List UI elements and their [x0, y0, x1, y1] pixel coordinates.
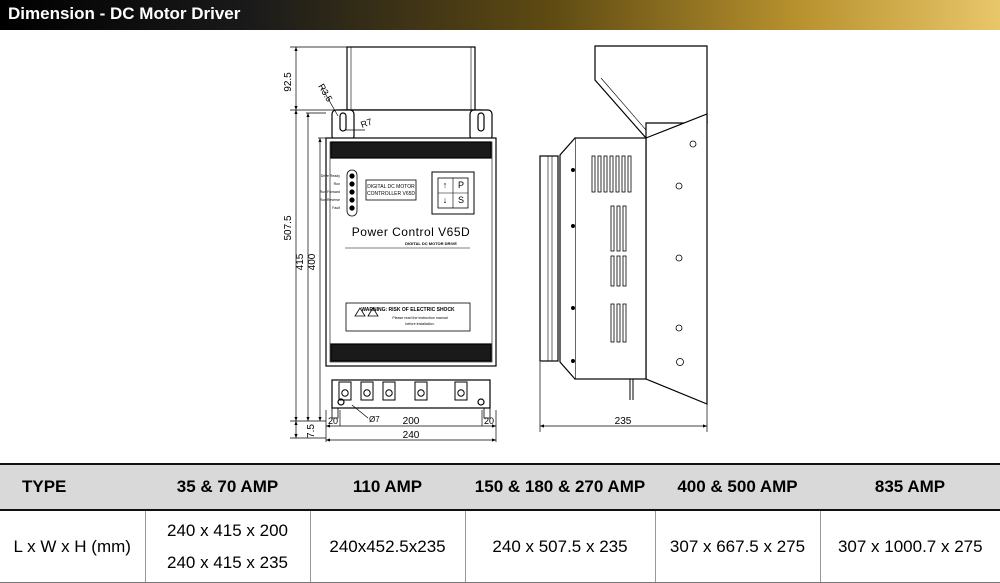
- svg-text:P: P: [458, 180, 464, 190]
- header-type: TYPE: [0, 463, 145, 511]
- svg-text:Run Forward: Run Forward: [320, 190, 340, 194]
- svg-text:200: 200: [403, 416, 420, 427]
- front-view: [325, 46, 497, 419]
- svg-text:R3.5: R3.5: [316, 82, 334, 103]
- svg-text:CONTROLLER V65D: CONTROLLER V65D: [367, 191, 415, 197]
- cell-35-70-amp-line2: 240 x 415 x 235: [167, 552, 288, 572]
- header-835-amp: 835 AMP: [820, 463, 1000, 511]
- svg-text:↑: ↑: [443, 180, 448, 190]
- cell-400-500-amp: 307 x 667.5 x 275: [655, 510, 821, 583]
- svg-text:DIGITAL DC MOTOR DRIVE: DIGITAL DC MOTOR DRIVE: [405, 241, 457, 246]
- front-heatsink: [346, 46, 476, 111]
- svg-text:WARNING: RISK OF ELECTRIC SHOC: WARNING: RISK OF ELECTRIC SHOCK: [361, 307, 455, 313]
- row-label-dimensions: L x W x H (mm): [0, 510, 146, 583]
- front-dimensions: [290, 46, 497, 442]
- technical-drawing: Drive Ready Run Run Forward Run Reverse …: [283, 45, 708, 442]
- svg-text:Ø7: Ø7: [369, 415, 380, 424]
- cell-35-70-amp: 240 x 415 x 200 240 x 415 x 235: [145, 510, 311, 583]
- svg-text:92.5: 92.5: [283, 72, 294, 92]
- side-dimensions: [539, 362, 708, 432]
- table-header-row: TYPE 35 & 70 AMP 110 AMP 150 & 180 & 270…: [0, 463, 1000, 511]
- svg-text:R7: R7: [359, 117, 373, 130]
- svg-text:400: 400: [307, 253, 318, 270]
- table-row: L x W x H (mm) 240 x 415 x 200 240 x 415…: [0, 510, 1000, 583]
- cell-150-180-270-amp: 240 x 507.5 x 235: [465, 510, 656, 583]
- header-35-70-amp: 35 & 70 AMP: [145, 463, 310, 511]
- header-bar: Dimension - DC Motor Driver: [0, 0, 1000, 30]
- svg-text:Drive Ready: Drive Ready: [321, 174, 341, 178]
- cell-110-amp: 240x452.5x235: [310, 510, 466, 583]
- header-150-180-270-amp: 150 & 180 & 270 AMP: [465, 463, 655, 511]
- product-name: Power Control V65D: [352, 225, 470, 239]
- svg-text:DIGITAL DC MOTOR: DIGITAL DC MOTOR: [367, 184, 415, 190]
- front-panel-text: Drive Ready Run Run Forward Run Reverse …: [320, 174, 470, 326]
- svg-text:Please read the instruction ma: Please read the instruction manual: [392, 316, 448, 320]
- page-title: Dimension - DC Motor Driver: [8, 4, 241, 23]
- front-dimension-labels: 92.5 507.5 415 400 7.5 R3.5 R7 Ø7 20 200…: [283, 72, 494, 441]
- svg-text:20: 20: [328, 416, 338, 426]
- svg-text:↓: ↓: [443, 195, 448, 205]
- warning-label: [345, 302, 471, 332]
- svg-text:before installation.: before installation.: [405, 322, 434, 326]
- svg-text:Run: Run: [334, 182, 340, 186]
- header-400-500-amp: 400 & 500 AMP: [655, 463, 820, 511]
- cell-835-amp: 307 x 1000.7 x 275: [820, 510, 1000, 583]
- spec-table: TYPE 35 & 70 AMP 110 AMP 150 & 180 & 270…: [0, 463, 1000, 583]
- svg-text:20: 20: [484, 416, 494, 426]
- side-depth-label: 235: [615, 416, 632, 427]
- svg-text:Fault: Fault: [332, 206, 340, 210]
- header-110-amp: 110 AMP: [310, 463, 465, 511]
- svg-text:507.5: 507.5: [283, 215, 294, 240]
- side-view: [539, 45, 708, 405]
- svg-text:415: 415: [295, 253, 306, 270]
- svg-text:S: S: [458, 195, 464, 205]
- svg-text:240: 240: [403, 430, 420, 441]
- svg-text:7.5: 7.5: [306, 424, 317, 438]
- cell-35-70-amp-line1: 240 x 415 x 200: [167, 520, 288, 540]
- svg-text:Run Reverse: Run Reverse: [320, 198, 340, 202]
